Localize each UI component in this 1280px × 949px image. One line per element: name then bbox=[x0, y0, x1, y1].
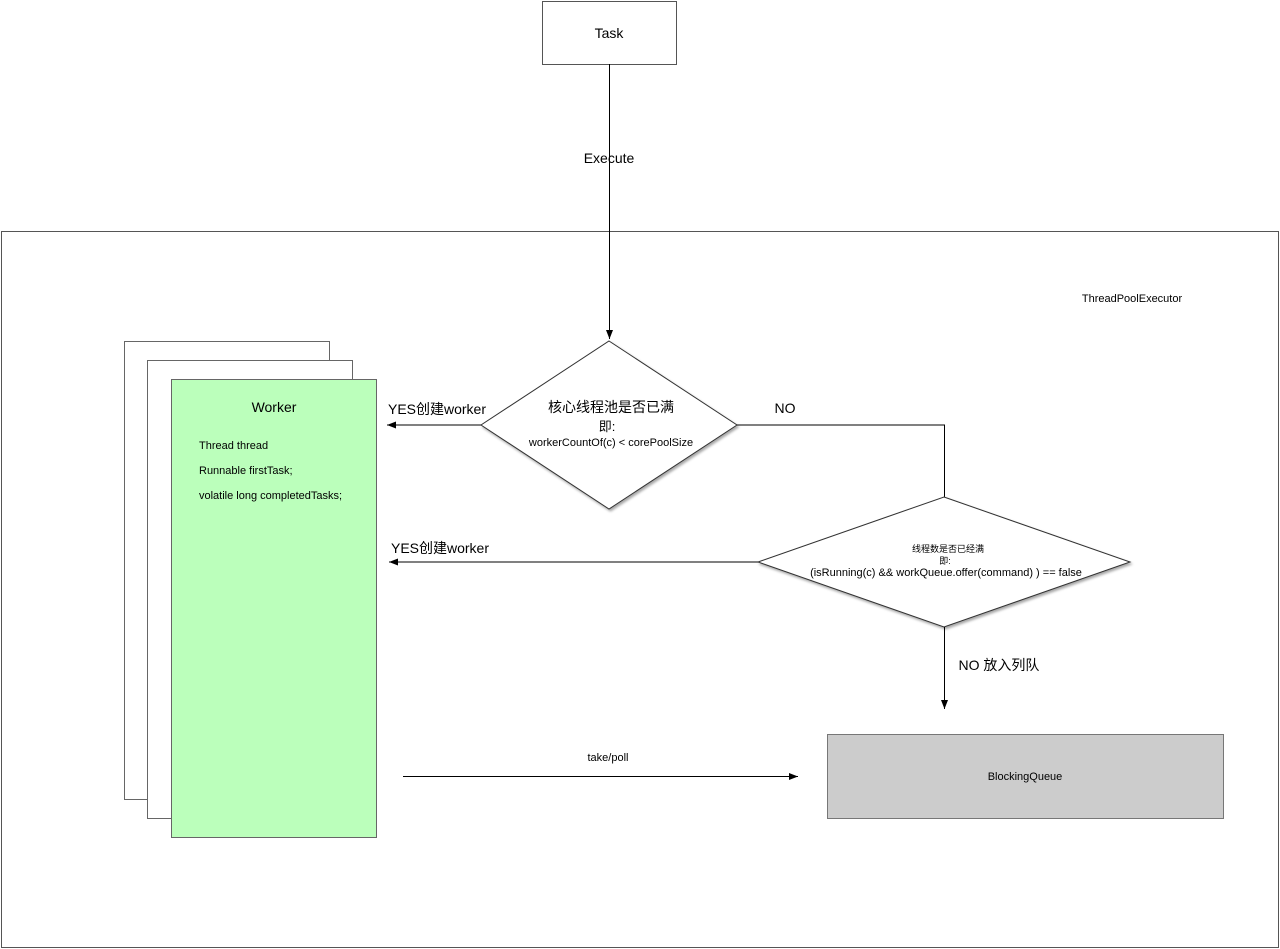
yes-core-label: YES创建worker bbox=[388, 401, 486, 417]
decision-max-line1: 线程数是否已经满 bbox=[912, 543, 984, 554]
no-max-label: NO 放入列队 bbox=[959, 657, 1040, 673]
yes-max-label: YES创建worker bbox=[391, 540, 489, 556]
worker-box bbox=[171, 379, 377, 838]
decision-core-line1: 核心线程池是否已满 bbox=[548, 399, 674, 415]
blocking-queue-label: BlockingQueue bbox=[988, 771, 1063, 783]
worker-title: Worker bbox=[252, 399, 297, 415]
no-core-connector bbox=[737, 424, 945, 497]
no-core-label: NO bbox=[775, 400, 796, 416]
blocking-queue-box bbox=[827, 734, 1224, 819]
decision-max-line2: 即: bbox=[939, 556, 951, 566]
take-poll-label: take/poll bbox=[588, 752, 629, 764]
decision-core-line2: 即: bbox=[599, 419, 616, 434]
decision-max-line3: (isRunning(c) && workQueue.offer(command… bbox=[810, 567, 1082, 579]
execute-label: Execute bbox=[584, 150, 635, 166]
container-title: ThreadPoolExecutor bbox=[1082, 293, 1183, 305]
worker-field-firsttask: Runnable firstTask; bbox=[199, 465, 293, 477]
decision-core-line3: workerCountOf(c) < corePoolSize bbox=[528, 437, 693, 449]
worker-field-completedtasks: volatile long completedTasks; bbox=[199, 490, 342, 502]
task-label: Task bbox=[595, 25, 625, 41]
decision-core-pool bbox=[480, 340, 738, 510]
worker-field-thread: Thread thread bbox=[199, 440, 268, 452]
task-box bbox=[542, 1, 677, 65]
